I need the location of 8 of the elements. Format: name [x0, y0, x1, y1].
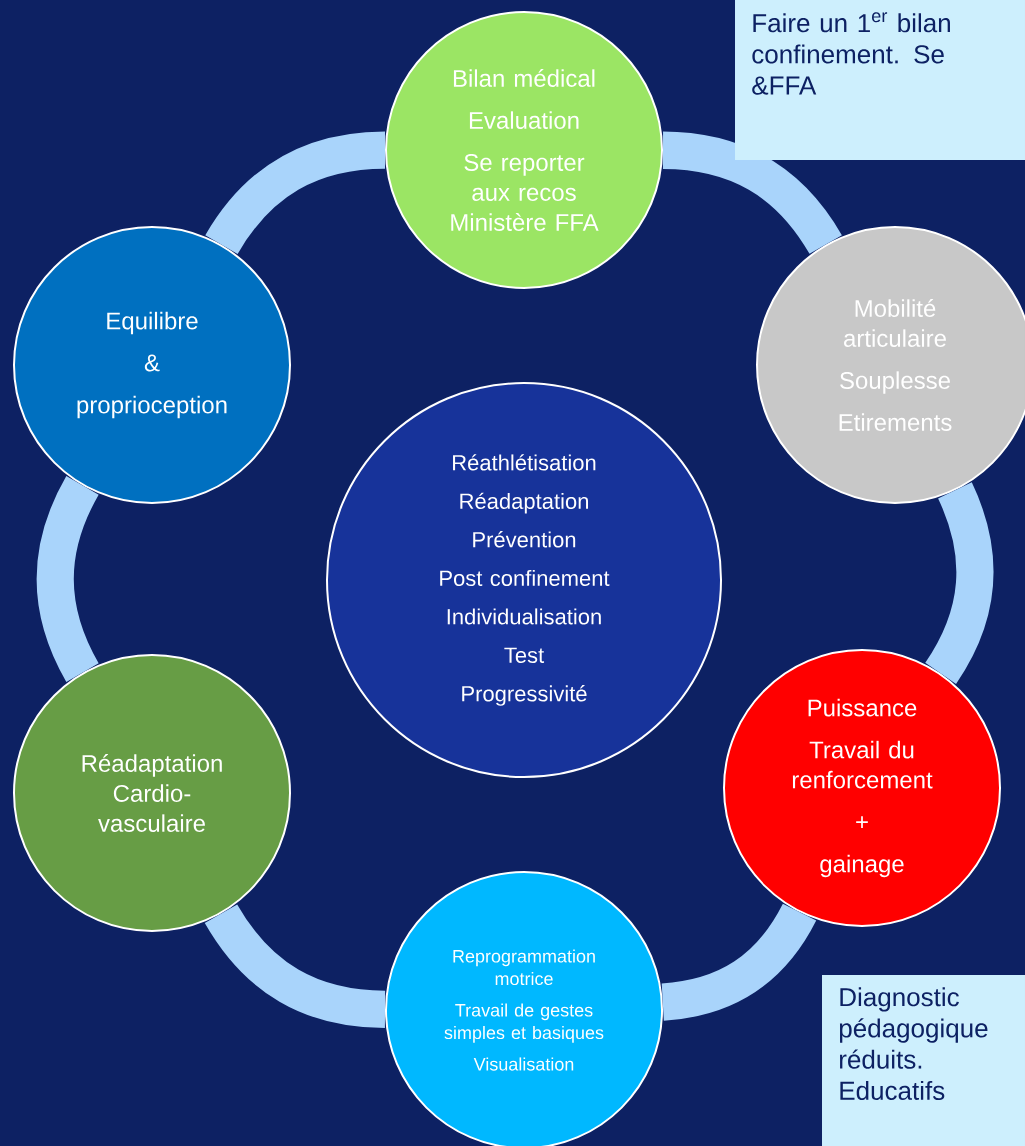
circle-node: Réadaptation Cardio-vasculaire	[13, 654, 291, 932]
circle-node: Bilan médical Evaluation Se reporter aux recos Ministère FFA	[385, 11, 663, 289]
note-box: Faire un 1$^{er}$ bilan confinement. Se &FFA	[735, 0, 1025, 160]
note-box: Diagnostic pédagogique réduits. Educatifs	[822, 975, 1025, 1146]
circle-node: Réathlétisation Réadaptation Prévention Post confinement Individualisation Test Progressivité	[326, 382, 722, 778]
circle-node: Puissance Travail du renforcement + gainage	[723, 649, 1001, 927]
circle-node: Equilibre & proprioception	[13, 226, 291, 504]
circle-node: Reprogrammation motrice Travail de gestes simples et basiques Visualisation	[385, 871, 663, 1146]
